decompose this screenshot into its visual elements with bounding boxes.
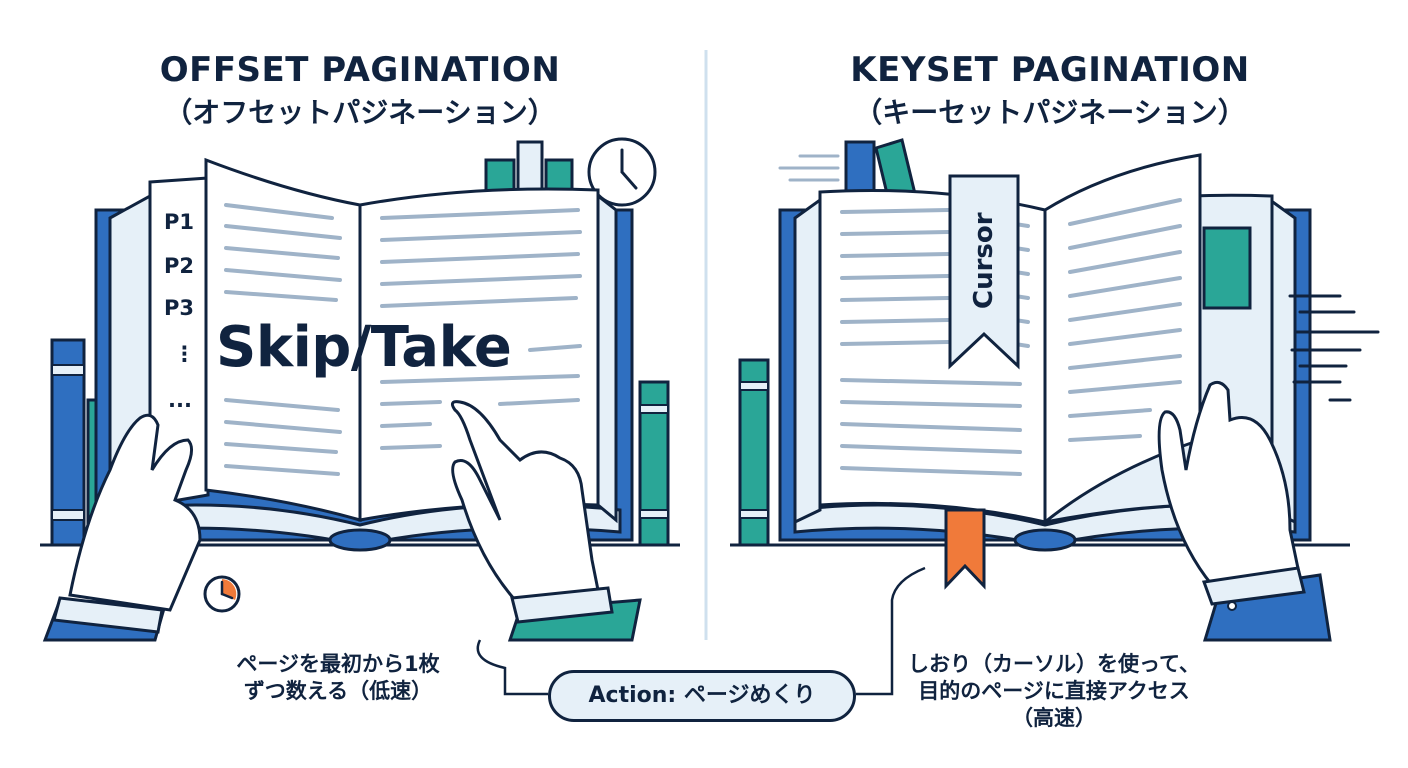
- offset-caption-line-2: ずつ数える（低速）: [243, 679, 433, 703]
- right-hand-pointing-icon: [450, 400, 642, 642]
- keyset-standing-books-icon: [738, 358, 770, 547]
- keyset-caption: しおり（カーソル）を使って、 目的のページに直接アクセス （高速）: [884, 651, 1224, 732]
- left-illustration: [40, 137, 680, 642]
- page-label-ellipsis-vertical: ⋮: [174, 342, 195, 366]
- left-hand-icon: [42, 413, 202, 642]
- page-label-p3: P3: [164, 296, 195, 320]
- speed-lines-right-icon: [1288, 294, 1380, 402]
- timer-icon: [203, 575, 241, 613]
- action-pill: Action: ページめくり: [548, 670, 856, 722]
- keyset-hand-icon: [1157, 380, 1332, 642]
- skip-take-label: Skip/Take: [216, 315, 512, 380]
- offset-caption: ページを最初から1枚 ずつ数える（低速）: [208, 651, 468, 705]
- page-label-p2: P2: [164, 254, 195, 278]
- offset-caption-line-1: ページを最初から1枚: [236, 652, 440, 676]
- right-page-text-lines: [380, 208, 582, 450]
- cursor-bookmark-ribbon-icon: [948, 174, 1020, 370]
- right-connector-line: [856, 566, 926, 696]
- offset-subtitle: （オフセットパジネーション）: [164, 96, 556, 129]
- clock-icon: [587, 137, 657, 207]
- right-illustration: [730, 138, 1380, 642]
- keyset-title: KEYSET PAGINATION: [850, 50, 1250, 90]
- page-label-ellipsis: ...: [168, 388, 192, 412]
- keyset-caption-line-3: （高速）: [1012, 706, 1096, 730]
- page-label-p1: P1: [164, 210, 195, 234]
- keyset-right-page-text-lines: [1068, 198, 1182, 442]
- left-page-text-lines: [224, 203, 342, 476]
- cursor-bookmark-label: Cursor: [969, 212, 999, 309]
- offset-title: OFFSET PAGINATION: [159, 50, 561, 90]
- keyset-caption-line-1: しおり（カーソル）を使って、: [908, 652, 1200, 676]
- left-connector-line: [476, 639, 548, 696]
- orange-bookmark-icon: [944, 508, 986, 590]
- speed-lines-top-icon: [778, 154, 840, 182]
- keyset-subtitle: （キーセットパジネーション）: [854, 96, 1246, 129]
- keyset-caption-line-2: 目的のページに直接アクセス: [918, 679, 1190, 703]
- right-standing-book-icon: [638, 380, 670, 547]
